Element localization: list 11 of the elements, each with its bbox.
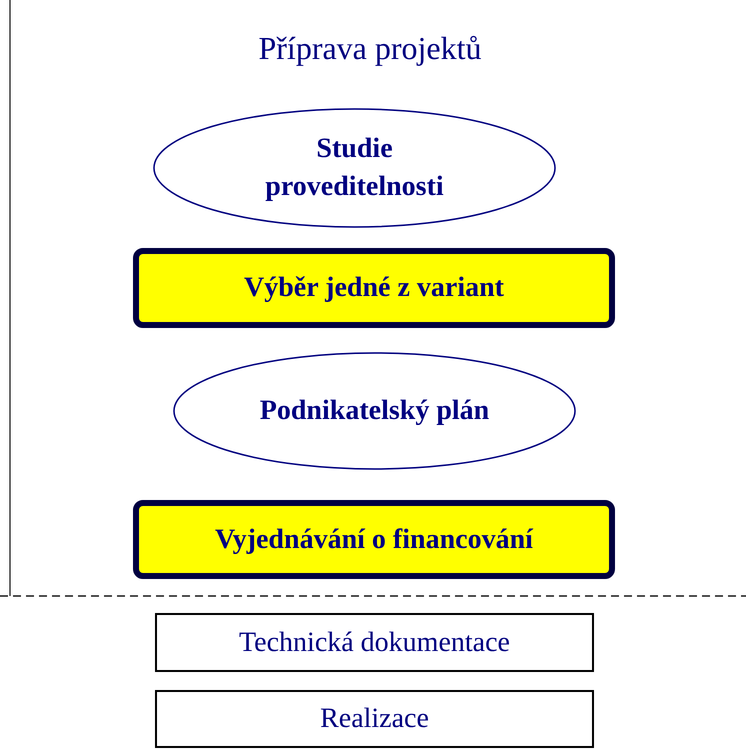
process-box	[155, 690, 594, 748]
node-label: Podnikatelský plán	[260, 394, 490, 428]
node-label: Studie proveditelnosti	[264, 132, 445, 204]
node-label: Realizace	[320, 702, 429, 736]
process-box	[155, 613, 594, 672]
diagram-title: Příprava projektů	[257, 29, 483, 68]
node-label: Vyjednávání o financování	[215, 522, 533, 556]
process-box	[133, 248, 615, 328]
process-box	[133, 500, 615, 579]
node-label: Výběr jedné z variant	[244, 271, 504, 305]
node-label: Technická dokumentace	[239, 626, 510, 660]
